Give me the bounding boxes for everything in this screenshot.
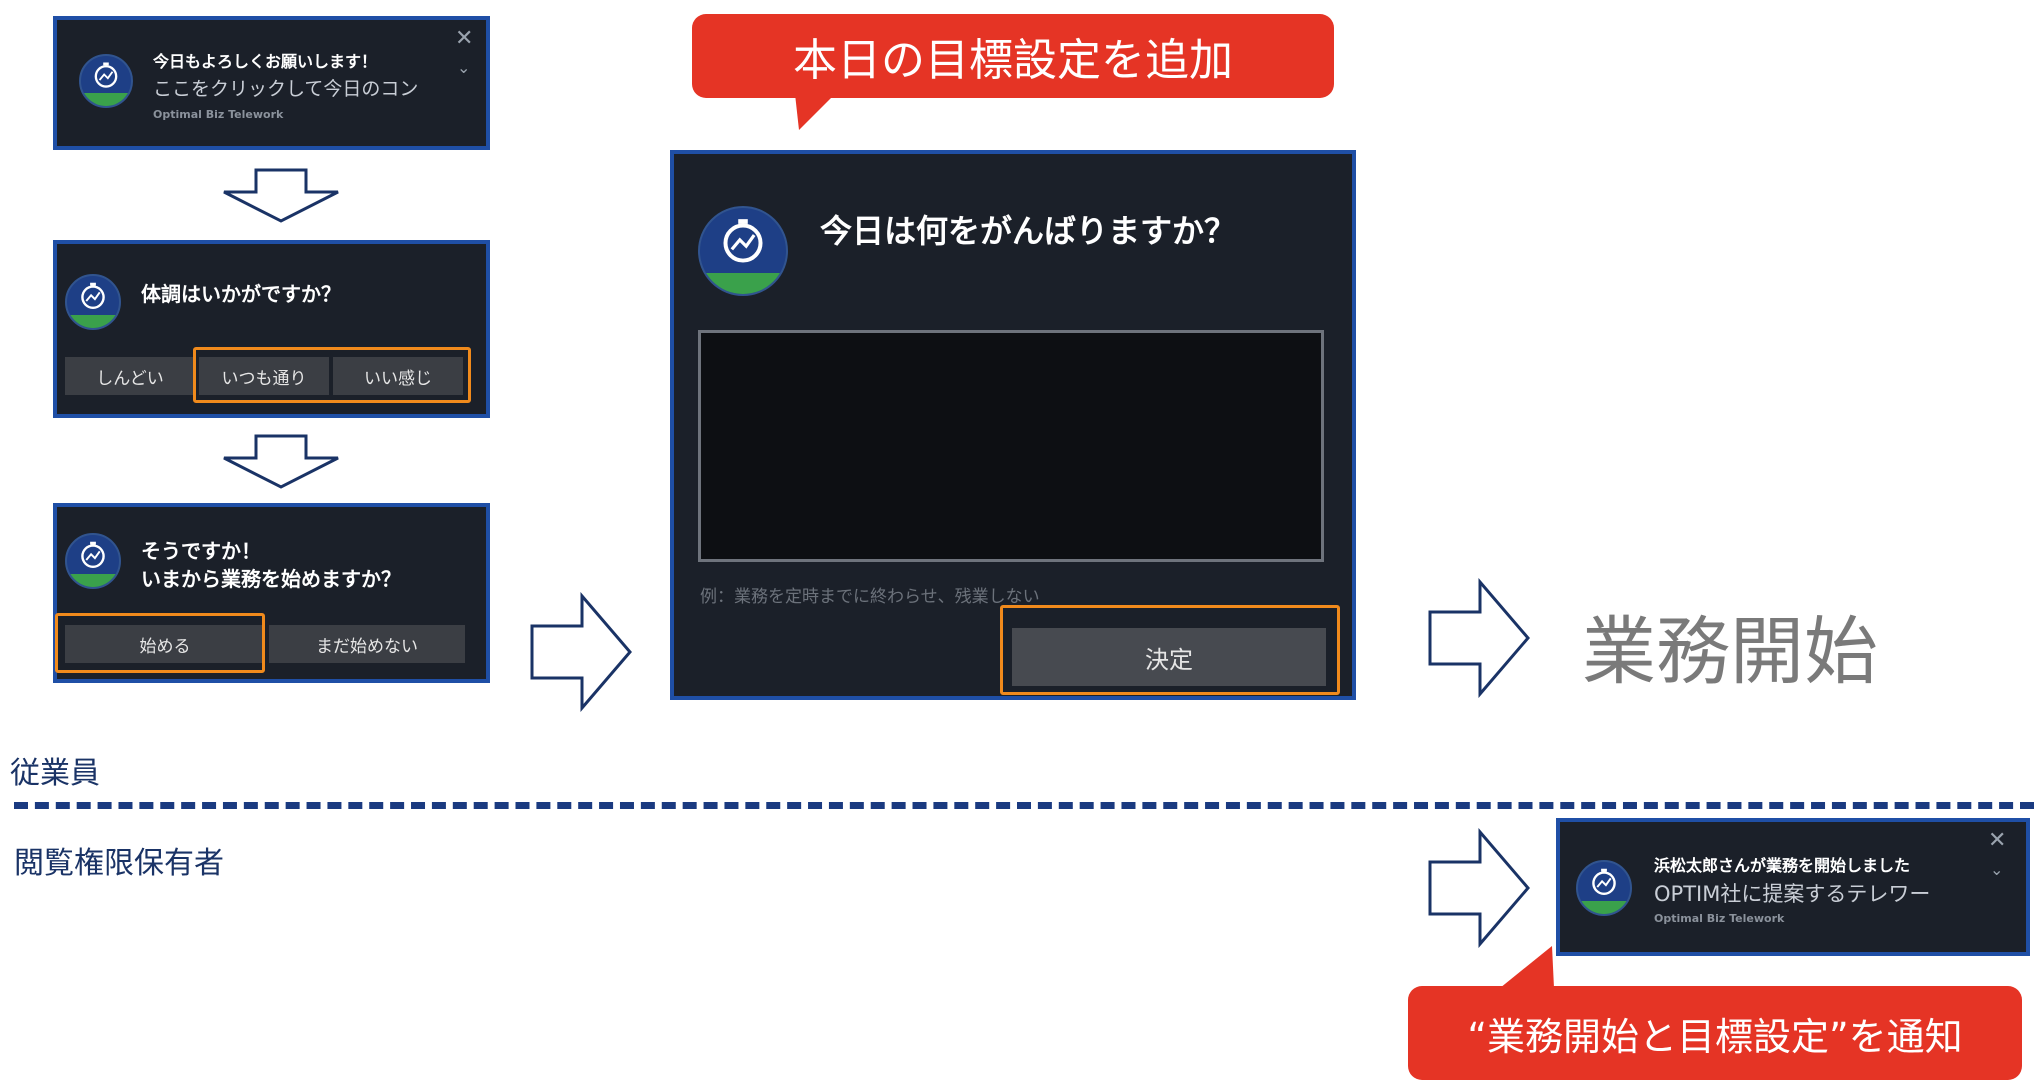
chevron-down-icon[interactable]: ⌄	[457, 58, 471, 77]
app-name: Optimal Biz Telework	[1654, 912, 1785, 925]
notification-message: ここをクリックして今日のコン	[153, 78, 419, 100]
goal-callout: 本日の目標設定を追加	[692, 14, 1334, 98]
manager-notification-title: 浜松太郎さんが業務を開始しました	[1654, 856, 1911, 875]
notify-callout-text: “業務開始と目標設定”を通知	[1467, 1014, 1963, 1059]
close-icon[interactable]: ✕	[455, 26, 474, 51]
notification-title: 今日もよろしくお願いします！	[153, 52, 378, 71]
selection-highlight	[55, 613, 265, 673]
app-logo-icon	[65, 274, 121, 330]
selection-highlight	[193, 347, 471, 403]
employee-section-label: 従業員	[10, 756, 100, 791]
condition-notification: 体調はいかがですか？ しんどい いつも通り いい感じ	[53, 240, 490, 418]
section-divider	[14, 802, 2034, 809]
app-logo-icon	[698, 206, 788, 296]
option-tired-button[interactable]: しんどい	[65, 357, 195, 395]
submit-button[interactable]: 決定	[1012, 628, 1326, 686]
manager-notification[interactable]: 浜松太郎さんが業務を開始しました OPTIM社に提案するテレワー Optimal…	[1556, 818, 2030, 956]
down-arrow-icon	[223, 168, 339, 223]
goal-hint: 例：業務を定時までに終わらせ、残業しない	[700, 587, 1040, 607]
submit-highlight	[1000, 605, 1340, 695]
chevron-down-icon[interactable]: ⌄	[1990, 860, 2004, 879]
down-arrow-icon	[223, 434, 339, 489]
app-logo-icon	[1576, 860, 1632, 916]
goal-callout-text: 本日の目標設定を追加	[793, 35, 1233, 86]
greeting-notification[interactable]: 今日もよろしくお願いします！ ここをクリックして今日のコン Optimal Bi…	[53, 16, 490, 150]
option-usual-button[interactable]: いつも通り	[199, 357, 329, 395]
app-name: Optimal Biz Telework	[153, 108, 284, 121]
not-yet-button[interactable]: まだ始めない	[269, 625, 465, 663]
start-line-1: そうですか！	[141, 539, 261, 563]
start-button[interactable]: 始める	[65, 625, 265, 663]
right-arrow-icon	[530, 592, 632, 712]
app-logo-icon	[65, 533, 121, 589]
goal-dialog: 今日は何をがんばりますか？ 例：業務を定時までに終わらせ、残業しない 決定	[670, 150, 1356, 700]
goal-text-input[interactable]	[698, 330, 1324, 562]
callout-tail	[1500, 946, 1554, 988]
condition-question: 体調はいかがですか？	[141, 282, 341, 306]
manager-notification-message: OPTIM社に提案するテレワー	[1654, 882, 1931, 906]
goal-question: 今日は何をがんばりますか？	[820, 212, 1237, 250]
start-line-2: いまから業務を始めますか？	[141, 567, 401, 591]
close-icon[interactable]: ✕	[1988, 828, 2007, 853]
viewer-section-label: 閲覧権限保有者	[14, 846, 224, 881]
app-logo-icon	[79, 54, 133, 108]
notify-callout: “業務開始と目標設定”を通知	[1408, 986, 2022, 1080]
callout-tail	[795, 94, 835, 130]
start-work-notification: そうですか！ いまから業務を始めますか？ 始める まだ始めない	[53, 503, 490, 683]
right-arrow-icon	[1428, 578, 1530, 698]
option-good-button[interactable]: いい感じ	[333, 357, 463, 395]
right-arrow-icon	[1428, 828, 1530, 948]
work-start-label: 業務開始	[1582, 609, 1878, 695]
